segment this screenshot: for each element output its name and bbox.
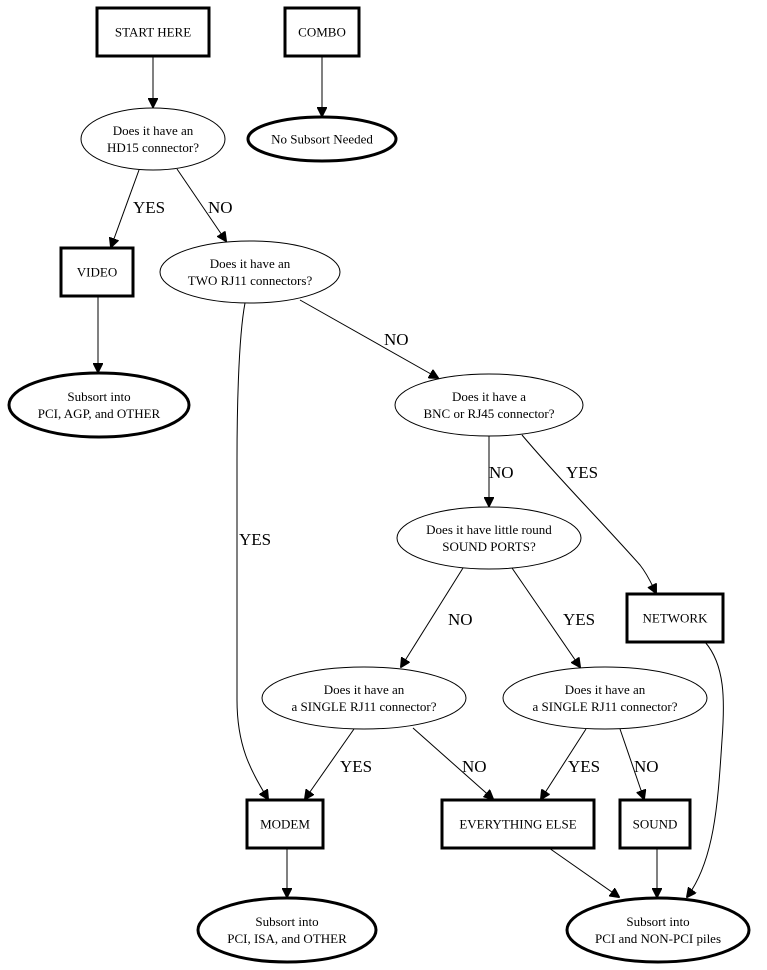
node-sound: SOUND [618, 798, 692, 850]
node-label-line: TWO RJ11 connectors? [188, 273, 313, 288]
node-label-line: HD15 connector? [107, 140, 199, 155]
edge-q-sound-ports-to-q-single-rj11-a [401, 567, 464, 667]
node-label-line: EVERYTHING ELSE [459, 817, 576, 832]
node-label-line: Subsort into [626, 914, 689, 929]
decision-ellipse [261, 666, 467, 730]
edge-q-single-rj11-b-to-everything-else [541, 728, 587, 799]
node-q-two-rj11: Does it have an TWO RJ11 connectors? [159, 240, 341, 304]
edge-q-single-rj11-a-to-everything-else [412, 727, 493, 799]
node-label-line: No Subsort Needed [271, 132, 373, 147]
edge-label-yes: YES [563, 610, 595, 629]
node-label-line: START HERE [115, 25, 191, 40]
edges [98, 56, 724, 897]
terminal-ellipse [565, 896, 751, 964]
node-everything-else: EVERYTHING ELSE [440, 798, 596, 850]
edge-q-hd15-to-video [111, 169, 140, 247]
process-box [283, 6, 361, 58]
edge-label-no: NO [208, 198, 233, 217]
node-label-line: a SINGLE RJ11 connector? [291, 699, 436, 714]
process-box [245, 798, 325, 850]
edge-q-two-rj11-to-q-bnc-rj45 [299, 299, 438, 378]
edge-q-sound-ports-to-q-single-rj11-b [511, 567, 580, 667]
edge-q-two-rj11-to-modem [236, 302, 268, 799]
terminal-ellipse [196, 896, 378, 964]
node-label-line: a SINGLE RJ11 connector? [532, 699, 677, 714]
node-label-line: Does it have an [324, 682, 405, 697]
node-label-line: Does it have an [113, 123, 194, 138]
edge-label-yes: YES [568, 757, 600, 776]
decision-ellipse [394, 373, 584, 437]
node-label-line: MODEM [260, 817, 310, 832]
edge-q-bnc-rj45-to-network [521, 434, 656, 593]
edge-q-single-rj11-a-to-modem [305, 728, 355, 799]
edge-label-yes: YES [133, 198, 165, 217]
node-q-hd15: Does it have an HD15 connector? [80, 107, 226, 171]
decision-ellipse [159, 240, 341, 304]
node-label-line: SOUND PORTS? [442, 539, 536, 554]
process-box [618, 798, 692, 850]
node-label-line: Does it have little round [426, 522, 552, 537]
process-box [59, 246, 135, 298]
node-label-line: PCI, AGP, and OTHER [38, 406, 161, 421]
node-label-line: VIDEO [77, 265, 117, 280]
process-box [625, 592, 725, 644]
process-box [95, 6, 211, 58]
decision-ellipse [502, 666, 708, 730]
edge-everything-else-to-pci-subsort [548, 847, 619, 897]
node-q-single-rj11-a: Does it have an a SINGLE RJ11 connector? [261, 666, 467, 730]
edge-label-no: NO [462, 757, 487, 776]
edge-q-hd15-to-q-two-rj11 [176, 168, 226, 241]
node-q-bnc-rj45: Does it have a BNC or RJ45 connector? [394, 373, 584, 437]
edge-label-yes: YES [239, 530, 271, 549]
decision-ellipse [396, 506, 582, 570]
node-label-line: NETWORK [643, 611, 709, 626]
edge-label-no: NO [634, 757, 659, 776]
edge-label-no: NO [384, 330, 409, 349]
terminal-ellipse [7, 371, 191, 439]
edge-label-yes: YES [566, 463, 598, 482]
node-label-line: Does it have an [565, 682, 646, 697]
node-modem: MODEM [245, 798, 325, 850]
process-box [440, 798, 596, 850]
node-label-line: BNC or RJ45 connector? [423, 406, 554, 421]
edge-labels: YES NO NO YES NO YES NO YES YES NO YES NO [133, 198, 659, 776]
edge-label-yes: YES [340, 757, 372, 776]
node-label-line: Subsort into [255, 914, 318, 929]
node-network: NETWORK [625, 592, 725, 644]
node-combo: COMBO [283, 6, 361, 58]
edge-q-single-rj11-b-to-sound [619, 728, 644, 799]
node-video: VIDEO [59, 246, 135, 298]
node-q-single-rj11-b: Does it have an a SINGLE RJ11 connector? [502, 666, 708, 730]
node-no-subsort: No Subsort Needed [246, 115, 398, 163]
node-label-line: COMBO [298, 25, 346, 40]
node-label-line: PCI, ISA, and OTHER [227, 931, 347, 946]
node-label-line: Subsort into [67, 389, 130, 404]
node-label-line: PCI and NON-PCI piles [595, 931, 721, 946]
decision-ellipse [80, 107, 226, 171]
edge-label-no: NO [489, 463, 514, 482]
node-start: START HERE [95, 6, 211, 58]
node-label-line: SOUND [633, 817, 678, 832]
node-label-line: Does it have an [210, 256, 291, 271]
edge-network-to-pci-subsort [687, 641, 724, 897]
edge-label-no: NO [448, 610, 473, 629]
node-label-line: Does it have a [452, 389, 526, 404]
terminal-ellipse [246, 115, 398, 163]
